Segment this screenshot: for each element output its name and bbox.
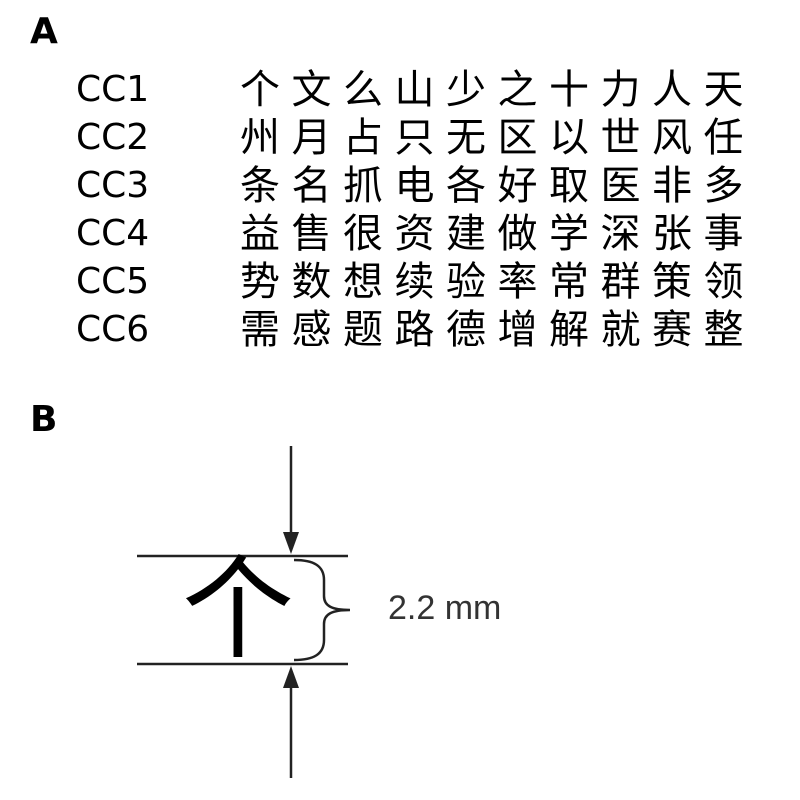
- character-cell: 多: [703, 163, 744, 209]
- character-cell: 各: [446, 163, 486, 209]
- character-cell: 好: [497, 163, 538, 209]
- character-cell: 德: [446, 307, 486, 353]
- character-cell: 群: [600, 259, 641, 305]
- character-cell: 文: [291, 67, 332, 113]
- character-set-row: CC3 条名抓电各好取医非多: [0, 162, 800, 210]
- character-cell: 抓: [343, 163, 383, 209]
- character-cell: 山: [394, 67, 435, 113]
- character-cell: 人: [652, 67, 692, 113]
- character-cell: 题: [343, 307, 383, 353]
- character-cell: 力: [600, 67, 641, 113]
- character-cell: 以: [549, 115, 589, 161]
- character-cell: 事: [703, 211, 744, 257]
- character-cell: 之: [497, 67, 538, 113]
- character-set-name: CC4: [76, 213, 150, 254]
- character-cell: 路: [394, 307, 435, 353]
- character-set-name: CC6: [76, 309, 150, 350]
- character-set-row: CC2 州月占只无区以世风任: [0, 114, 800, 162]
- character-cell: 个: [240, 67, 280, 113]
- top-arrow-head: [283, 532, 299, 554]
- character-cell: 整: [703, 307, 744, 353]
- character-cell: 益: [240, 211, 280, 257]
- character-cell: 电: [394, 163, 435, 209]
- character-cell: 条: [240, 163, 280, 209]
- character-cell: 占: [343, 115, 383, 161]
- character-cell: 月: [291, 115, 332, 161]
- character-set-row: CC1 个文么山少之十力人天: [0, 66, 800, 114]
- size-brace: [293, 558, 351, 662]
- character-cell: 取: [549, 163, 589, 209]
- character-set-name: CC5: [76, 261, 150, 302]
- character-cell: 数: [291, 259, 332, 305]
- sample-character: 个: [182, 545, 294, 675]
- character-cell: 少: [446, 67, 486, 113]
- character-cell: 名: [291, 163, 332, 209]
- character-cell: 深: [600, 211, 641, 257]
- character-cell: 医: [600, 163, 641, 209]
- character-cell: 无: [446, 115, 486, 161]
- character-set-row: CC6 需感题路德增解就赛整: [0, 306, 800, 354]
- bottom-arrow-head: [283, 666, 299, 688]
- character-cell: 天: [703, 67, 744, 113]
- character-cell: 就: [600, 307, 641, 353]
- character-set-name: CC2: [76, 117, 150, 158]
- character-cell: 赛: [652, 307, 692, 353]
- character-cell: 学: [549, 211, 589, 257]
- character-set-row: CC5 势数想续验率常群策领: [0, 258, 800, 306]
- character-cell: 么: [343, 67, 383, 113]
- character-cell: 续: [394, 259, 435, 305]
- character-cell: 需: [240, 307, 280, 353]
- character-cell: 建: [446, 211, 486, 257]
- character-cell: 张: [652, 211, 692, 257]
- character-cell: 州: [240, 115, 280, 161]
- character-cell: 增: [497, 307, 538, 353]
- character-cell: 任: [703, 115, 744, 161]
- character-cell: 区: [497, 115, 538, 161]
- character-set-row: CC4 益售很资建做学深张事: [0, 210, 800, 258]
- character-cell: 只: [394, 115, 435, 161]
- character-cell: 势: [240, 259, 280, 305]
- character-cell: 资: [394, 211, 435, 257]
- panel-a-label: A: [30, 11, 58, 52]
- character-set-name: CC3: [76, 165, 150, 206]
- character-cell: 率: [497, 259, 538, 305]
- character-cell: 感: [291, 307, 332, 353]
- character-cell: 很: [343, 211, 383, 257]
- character-cell: 常: [549, 259, 589, 305]
- character-cell: 解: [549, 307, 589, 353]
- character-cell: 售: [291, 211, 332, 257]
- character-cell: 领: [703, 259, 744, 305]
- character-set-name: CC1: [76, 69, 150, 110]
- character-cell: 做: [497, 211, 538, 257]
- panel-b-label: B: [30, 399, 58, 440]
- character-cell: 想: [343, 259, 383, 305]
- character-cell: 十: [549, 67, 589, 113]
- character-cell: 非: [652, 163, 692, 209]
- character-cell: 策: [652, 259, 692, 305]
- character-cell: 验: [446, 259, 486, 305]
- character-cell: 风: [652, 115, 692, 161]
- character-size-label: 2.2 mm: [388, 589, 502, 627]
- character-cell: 世: [600, 115, 641, 161]
